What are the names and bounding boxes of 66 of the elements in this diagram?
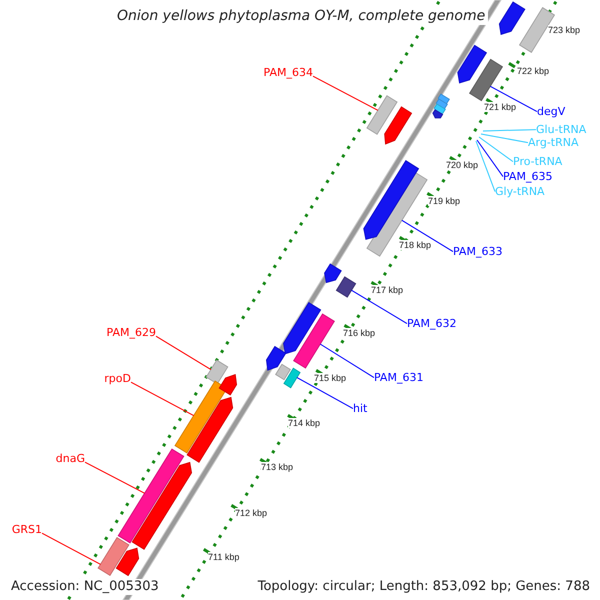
gene-bar <box>275 364 291 380</box>
gene-bar <box>457 44 488 84</box>
gene-bar <box>218 374 238 396</box>
tick-label: 711 kbp <box>208 552 240 562</box>
leader-line <box>480 134 528 144</box>
leader-line <box>84 462 145 494</box>
gene-label: Glu-tRNA <box>536 123 586 136</box>
tick-label: 717 kbp <box>371 284 404 296</box>
gene-bar <box>324 263 342 284</box>
gene-label: dnaG <box>56 452 85 466</box>
leader-line <box>476 140 504 178</box>
gene-bar <box>384 106 412 145</box>
leader-line <box>401 220 454 252</box>
tick-label: 721 kbp <box>484 102 516 112</box>
gene-label: Gly-tRNA <box>495 185 545 198</box>
gene-bar <box>336 276 356 298</box>
tick-label: 715 kbp <box>314 372 346 384</box>
gene-bar <box>468 58 504 102</box>
tick-label: 720 kbp <box>446 160 478 170</box>
gene-bar <box>186 396 234 463</box>
leader-line <box>490 86 538 112</box>
accession-text: Accession: NC_005303 <box>9 579 161 595</box>
tick-label: 723 kbp <box>548 24 580 36</box>
tick-label: 713 kbp <box>261 462 294 472</box>
gene-bar <box>118 448 184 544</box>
gene-bar <box>98 536 130 576</box>
gene-bar <box>266 346 286 371</box>
gene-label: PAM_634 <box>264 66 313 80</box>
gene-label: Arg-tRNA <box>528 136 579 150</box>
tick-label: 719 kbp <box>428 196 460 206</box>
tick-label: 716 kbp <box>343 328 376 338</box>
gene-label: PAM_631 <box>374 371 424 384</box>
leader-line <box>296 377 354 410</box>
gene-bar <box>283 368 301 388</box>
leader-line <box>351 290 408 324</box>
gene-label: hit <box>353 402 368 416</box>
gene-bar <box>363 160 420 240</box>
leader-line <box>312 76 378 111</box>
tick-label: 714 kbp <box>288 418 320 428</box>
gene-label: degV <box>537 105 566 118</box>
leader-line <box>482 129 536 132</box>
tick-label: 722 kbp <box>517 66 550 76</box>
gene-bar <box>132 462 192 550</box>
leader-line <box>476 140 496 192</box>
gene-label: GRS1 <box>12 523 42 536</box>
leader-line <box>478 136 514 162</box>
leader-line <box>320 344 374 378</box>
genome-info-text: Topology: circular; Length: 853,092 bp; Genes: 788 <box>256 579 592 595</box>
gene-label: PAM_629 <box>106 326 156 340</box>
gene-bar <box>206 360 228 384</box>
gene-label: rpoD <box>104 372 131 386</box>
gene-label: PAM_632 <box>407 317 456 330</box>
gene-bar <box>116 548 140 576</box>
gene-bar <box>174 380 228 454</box>
leader-line <box>156 336 212 370</box>
gene-bar <box>283 302 322 354</box>
leader-line <box>130 382 194 416</box>
tick-label: 712 kbp <box>235 508 268 518</box>
gene-label: Pro-tRNA <box>513 155 562 168</box>
gene-label: PAM_635 <box>503 170 552 184</box>
gene-bar <box>432 109 444 118</box>
gene-bar <box>293 313 335 369</box>
gene-bar <box>366 95 398 135</box>
gene-label: PAM_633 <box>453 245 502 258</box>
tick-label: 718 kbp <box>399 240 432 250</box>
gene-bar <box>498 1 526 36</box>
